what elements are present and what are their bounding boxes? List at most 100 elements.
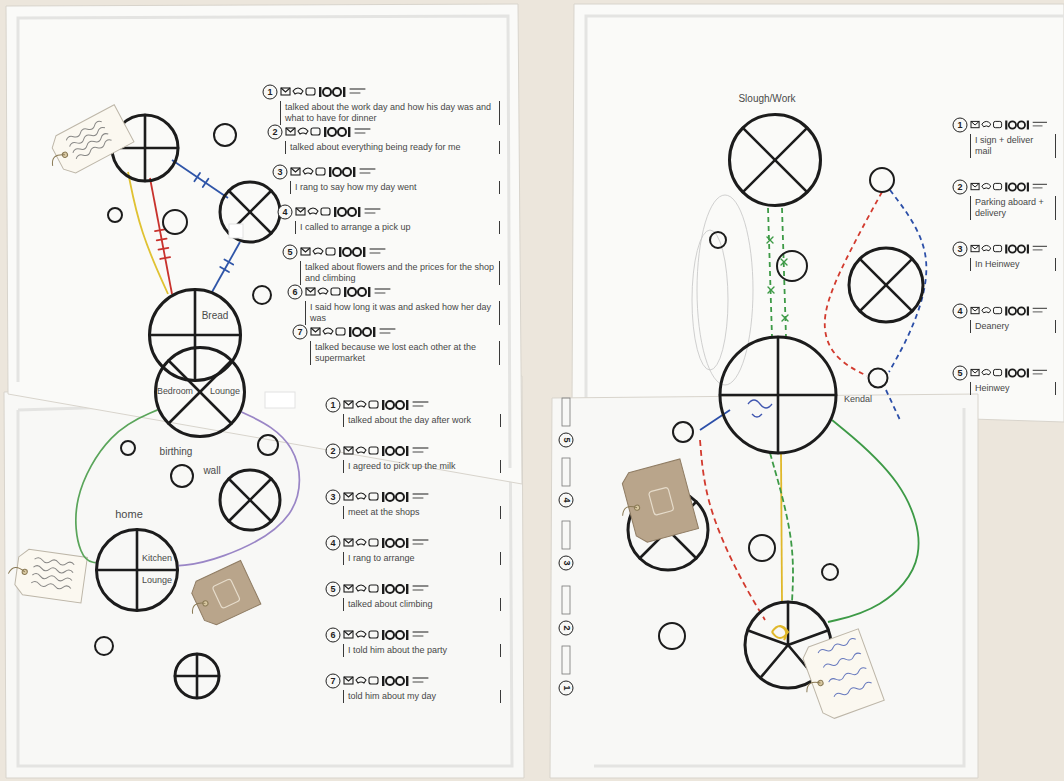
logo-ring <box>386 585 394 593</box>
circle-outline <box>121 441 135 455</box>
phone-icon <box>323 328 333 334</box>
logo-ring <box>1009 369 1016 376</box>
print-rule <box>365 209 380 210</box>
stitch-tick <box>157 239 167 241</box>
stitch-tick <box>220 267 229 272</box>
logo-bar <box>1005 183 1007 192</box>
envelope-icon <box>344 677 353 684</box>
circle-outline <box>730 115 821 206</box>
pencil-arc <box>692 230 728 370</box>
call-note: I sign + deliver mail <box>970 134 1056 158</box>
stitch-cross <box>767 237 773 243</box>
place-label: Slough/Work <box>738 93 795 104</box>
logo-ring <box>396 585 404 593</box>
logo-ring <box>333 168 341 176</box>
callout-number: 3 <box>326 490 341 505</box>
place-label: home <box>115 508 143 520</box>
circle-outline <box>822 564 838 580</box>
bubble-icon <box>316 168 325 175</box>
thread-line <box>768 208 772 337</box>
print-rule <box>1033 122 1047 123</box>
circle-outline <box>659 623 685 649</box>
place-circle: Slough/Work <box>728 113 822 207</box>
cross-line <box>229 479 271 521</box>
quartered-circle <box>171 465 193 487</box>
circle-outline <box>97 530 178 611</box>
printed-icon-row <box>971 183 1047 192</box>
envelope-icon <box>971 307 979 313</box>
envelope-flap <box>344 585 353 589</box>
bubble-icon <box>336 328 345 335</box>
bubble-icon <box>994 121 1002 127</box>
call-note: I rang to arrange <box>343 552 501 565</box>
phone-icon <box>303 168 313 174</box>
callout-number: 2 <box>268 125 283 140</box>
quartered-circle <box>121 441 135 455</box>
quartered-circle <box>720 337 836 453</box>
logo-bar <box>1005 121 1007 130</box>
logo-bar <box>324 127 326 137</box>
quartered-circle <box>97 530 178 611</box>
room-note: wall <box>203 465 220 476</box>
callout-number: 7 <box>293 325 308 340</box>
logo-bar <box>344 287 346 297</box>
logo-ring <box>343 248 351 256</box>
quartered-circle <box>258 435 278 455</box>
quartered-circle <box>156 348 245 437</box>
logo-ring <box>396 447 404 455</box>
logo-ring <box>1009 307 1016 314</box>
circle-shape <box>867 367 889 389</box>
envelope-icon <box>281 88 290 95</box>
logo-bar <box>382 538 384 548</box>
cross-line <box>194 290 197 381</box>
logo-ring <box>338 128 346 136</box>
callout-number: 5 <box>326 582 341 597</box>
print-rule <box>370 253 380 254</box>
place-label: Lounge <box>142 576 172 586</box>
thread-route <box>76 410 158 563</box>
circle-outline <box>95 637 113 655</box>
callout-number: 4 <box>953 304 968 319</box>
tag-icon <box>212 579 240 609</box>
logo-bar <box>382 492 384 502</box>
envelope-icon <box>344 401 353 408</box>
print-rule <box>413 402 428 403</box>
callout-number: 1 <box>559 681 574 696</box>
logo-bar <box>319 87 321 97</box>
logo-ring <box>396 493 404 501</box>
tag-body <box>188 560 261 628</box>
handkerchief-stripe <box>586 16 1064 398</box>
printed-icon-row <box>344 630 428 640</box>
place-label: Bedroom <box>157 387 193 397</box>
printed-icon-row <box>344 538 428 548</box>
quartered-circle <box>730 115 821 206</box>
envelope-icon <box>296 208 305 215</box>
callout-number: 4 <box>559 493 574 508</box>
quartered-circle <box>777 251 807 281</box>
callout-number: 1 <box>326 398 341 413</box>
bubble-icon <box>311 128 320 135</box>
quartered-circle <box>822 564 838 580</box>
callout-number: 7 <box>326 674 341 689</box>
phone-icon <box>356 677 366 683</box>
bubble-icon <box>369 585 378 592</box>
pen-scribble <box>748 400 772 417</box>
circle-shape <box>728 113 822 207</box>
callout-number: 1 <box>953 118 968 133</box>
circle-outline <box>156 348 245 437</box>
print-rule <box>413 448 428 449</box>
quartered-circle <box>849 248 923 322</box>
envelope-flap <box>971 307 979 311</box>
logo-bar <box>382 584 384 594</box>
envelope-icon <box>311 328 320 335</box>
logo-bar <box>1027 245 1029 254</box>
print-rule <box>1033 370 1047 371</box>
callout-number: 6 <box>288 285 303 300</box>
stitch-tick <box>203 179 209 187</box>
printed-icon-row <box>971 307 1047 316</box>
envelope-icon <box>344 631 353 638</box>
print-rule <box>413 544 423 545</box>
bubble-icon <box>369 677 378 684</box>
circle-outline <box>849 248 923 322</box>
thread-line <box>825 192 882 376</box>
